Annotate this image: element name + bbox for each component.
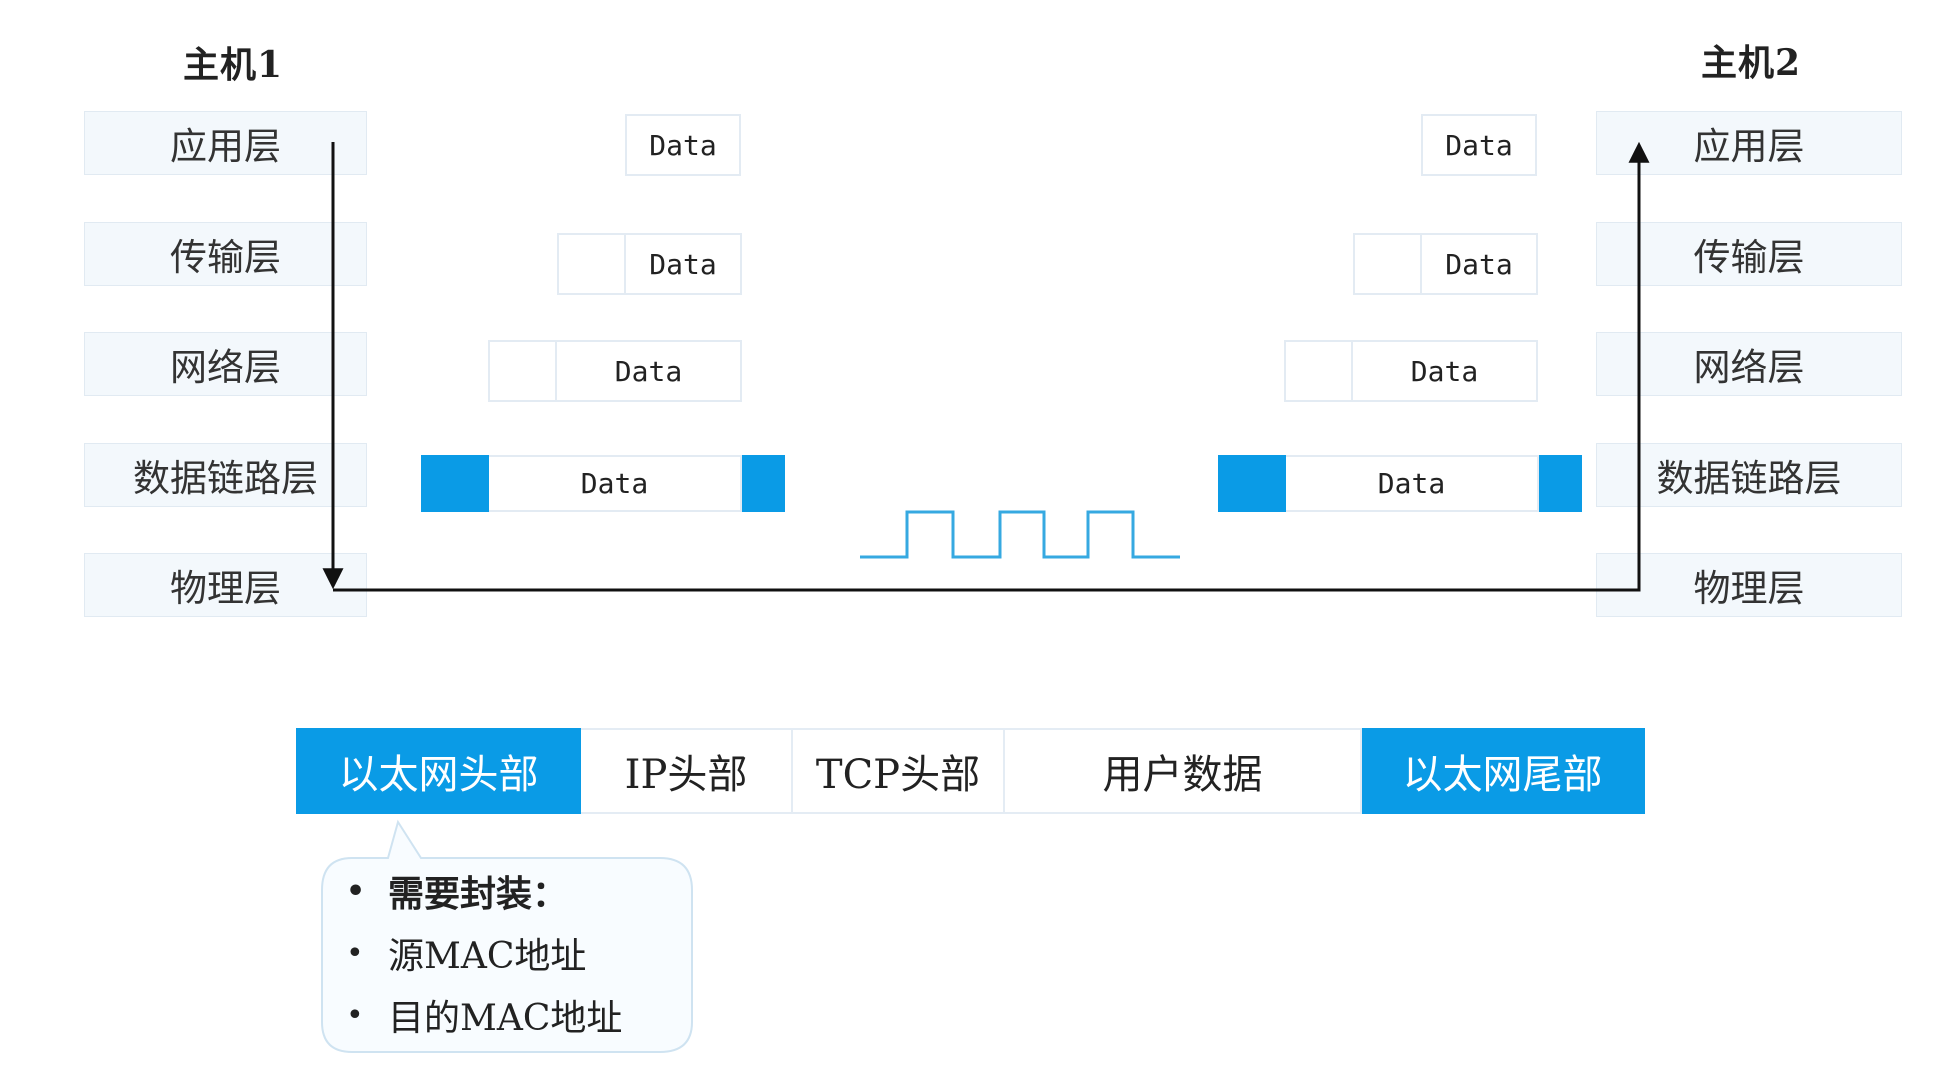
host1-packet-datalink: Data bbox=[421, 455, 785, 512]
frame-segment-tcp-header: TCP头部 bbox=[793, 728, 1005, 814]
host2-layer-network: 网络层 bbox=[1596, 332, 1902, 396]
host2-title: 主机2 bbox=[1701, 42, 1802, 84]
host1-title: 主机1 bbox=[183, 44, 284, 86]
ip-header-cell bbox=[1284, 340, 1353, 402]
data-cell: Data bbox=[1421, 114, 1537, 176]
host2-packet-transport: Data bbox=[1353, 233, 1538, 295]
data-cell: Data bbox=[626, 233, 742, 295]
data-cell: Data bbox=[625, 114, 741, 176]
callout-list: • 需要封装： • 源MAC地址 • 目的MAC地址 bbox=[346, 860, 622, 1046]
callout-item: • 需要封装： bbox=[346, 860, 622, 922]
data-cell: Data bbox=[1422, 233, 1538, 295]
ethernet-header-cell bbox=[1218, 455, 1286, 512]
data-cell: Data bbox=[1286, 455, 1539, 512]
callout-bubble bbox=[321, 819, 693, 1053]
ip-header-cell bbox=[488, 340, 557, 402]
tcp-header-cell bbox=[1353, 233, 1422, 295]
data-cell: Data bbox=[557, 340, 742, 402]
host2-packet-datalink: Data bbox=[1218, 455, 1582, 512]
ethernet-frame-bar: 以太网头部 IP头部 TCP头部 用户数据 以太网尾部 bbox=[296, 728, 1645, 814]
data-cell: Data bbox=[489, 455, 742, 512]
frame-segment-ip-header: IP头部 bbox=[581, 728, 793, 814]
ethernet-header-cell bbox=[421, 455, 489, 512]
host1-layer-datalink: 数据链路层 bbox=[84, 443, 367, 507]
host1-layer-physical: 物理层 bbox=[84, 553, 367, 617]
bullet-icon: • bbox=[346, 873, 366, 909]
data-cell: Data bbox=[1353, 340, 1538, 402]
callout-item-label: 需要封装： bbox=[388, 873, 569, 915]
bullet-icon: • bbox=[346, 935, 364, 971]
callout-item: • 目的MAC地址 bbox=[346, 984, 622, 1046]
transmission-path-arrow bbox=[333, 141, 1650, 592]
host2-layer-transport: 传输层 bbox=[1596, 222, 1902, 286]
host2-packet-network: Data bbox=[1284, 340, 1538, 402]
host1-packet-network: Data bbox=[488, 340, 742, 402]
tcp-header-cell bbox=[557, 233, 626, 295]
host1-layer-transport: 传输层 bbox=[84, 222, 367, 286]
callout-item-label: 源MAC地址 bbox=[388, 936, 587, 977]
host1-packet-application: Data bbox=[625, 114, 741, 176]
bullet-icon: • bbox=[346, 997, 364, 1033]
host2-layer-physical: 物理层 bbox=[1596, 553, 1902, 617]
signal-waveform bbox=[860, 510, 1180, 559]
ethernet-trailer-cell bbox=[742, 455, 785, 512]
frame-segment-ethernet-header: 以太网头部 bbox=[296, 728, 581, 814]
host1-packet-transport: Data bbox=[557, 233, 742, 295]
host1-layer-application: 应用层 bbox=[84, 111, 367, 175]
frame-segment-ethernet-trailer: 以太网尾部 bbox=[1362, 728, 1645, 814]
frame-segment-user-data: 用户数据 bbox=[1005, 728, 1362, 814]
host1-layer-network: 网络层 bbox=[84, 332, 367, 396]
callout-item: • 源MAC地址 bbox=[346, 922, 622, 984]
host2-layer-datalink: 数据链路层 bbox=[1596, 443, 1902, 507]
callout-item-label: 目的MAC地址 bbox=[388, 998, 623, 1039]
host2-packet-application: Data bbox=[1421, 114, 1537, 176]
ethernet-trailer-cell bbox=[1539, 455, 1582, 512]
